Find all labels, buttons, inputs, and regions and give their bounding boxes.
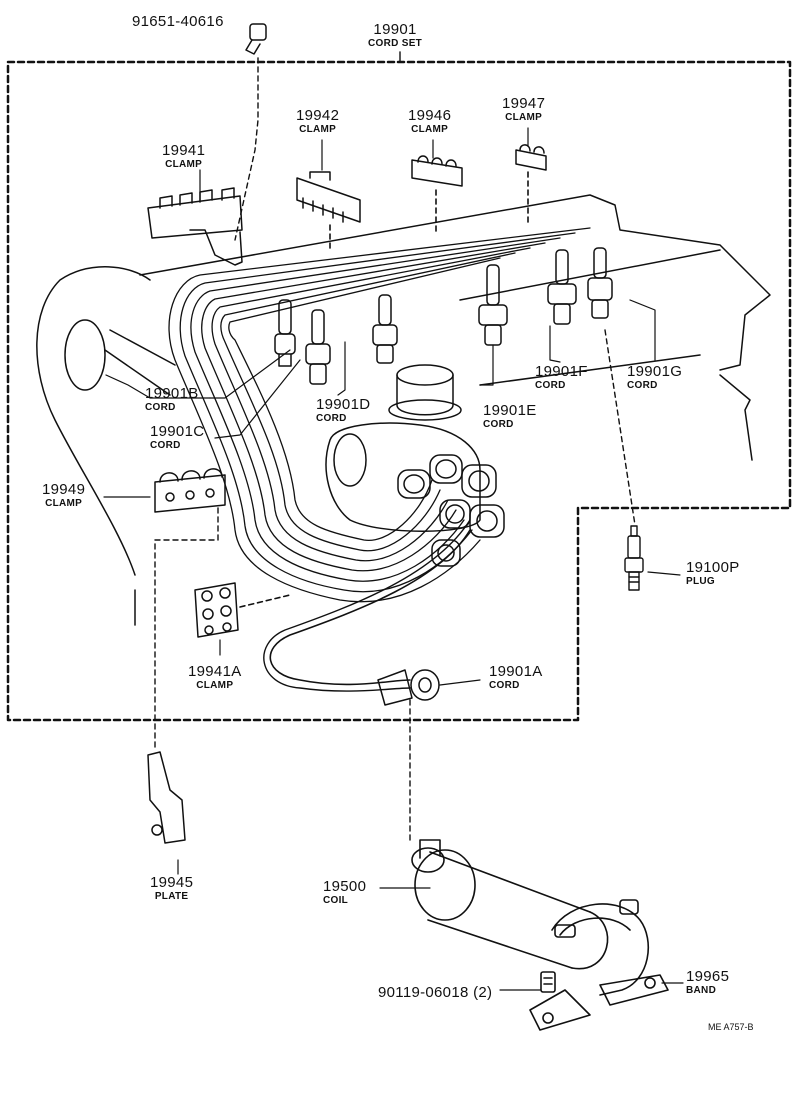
clamp-19946-shape xyxy=(411,155,463,187)
part-number: 19901F xyxy=(535,363,588,380)
part-number: 19901B xyxy=(145,385,199,402)
part-number: 19947 xyxy=(502,95,546,112)
engine-block xyxy=(36,194,771,626)
part-number: 19901C xyxy=(150,423,205,440)
part-name: CLAMP xyxy=(196,680,234,691)
part-number: 19945 xyxy=(150,874,194,891)
part-name: CLAMP xyxy=(505,112,543,123)
cord-set-boundary xyxy=(6,60,792,722)
part-number: 19949 xyxy=(42,481,86,498)
part-number: 19100P xyxy=(686,559,740,576)
part-number: 19901A xyxy=(489,663,543,680)
part-name: CORD SET xyxy=(368,38,423,49)
label-clamp-19941a: 19941A CLAMP xyxy=(188,664,242,691)
label-plate-19945: 19945 PLATE xyxy=(150,875,193,902)
label-cord-19901b: 19901B CORD xyxy=(145,386,199,413)
part-number: 91651-40616 xyxy=(132,13,224,30)
coil-wire xyxy=(269,529,471,686)
ignition-coil-shape xyxy=(411,839,669,1031)
label-clamp-19947: 19947 CLAMP xyxy=(502,96,545,123)
label-clamp-19941: 19941 CLAMP xyxy=(162,143,205,170)
part-name: CLAMP xyxy=(45,498,83,509)
part-name: CORD xyxy=(150,440,181,451)
plug-boots xyxy=(274,247,613,385)
label-cord-19901a: 19901A CORD xyxy=(489,664,543,691)
part-number: 19901G xyxy=(627,363,683,380)
part-number: 19941 xyxy=(162,142,206,159)
coil-wire-boot xyxy=(377,669,440,706)
label-bolt-90119: 90119-06018 (2) xyxy=(378,985,492,1000)
plate-19945-shape xyxy=(147,751,186,844)
spark-plug-shape xyxy=(624,525,644,591)
part-number: 19941A xyxy=(188,663,242,680)
part-number: 90119-06018 (2) xyxy=(378,984,493,1001)
clamp-19941a-shape xyxy=(194,582,239,638)
part-number: 19946 xyxy=(408,107,452,124)
label-clamp-19949: 19949 CLAMP xyxy=(42,482,85,509)
part-number: 19901 xyxy=(373,21,417,38)
part-name: CLAMP xyxy=(165,159,203,170)
part-name: COIL xyxy=(323,895,349,906)
leader-lines xyxy=(103,127,684,991)
part-number: 19901D xyxy=(316,396,371,413)
bolt-91651-shape xyxy=(245,23,267,55)
label-bolt-91651: 91651-40616 xyxy=(132,14,224,29)
part-name: CORD xyxy=(489,680,520,691)
label-cord-set: 19901 CORD SET xyxy=(368,22,422,49)
part-number: 19965 xyxy=(686,968,730,985)
part-name: CORD xyxy=(483,419,514,430)
clamp-19941-shape xyxy=(147,187,243,266)
part-name: BAND xyxy=(686,985,717,996)
clamp-19947-shape xyxy=(515,144,547,171)
label-clamp-19946: 19946 CLAMP xyxy=(408,108,451,135)
part-name: CORD xyxy=(145,402,176,413)
label-cord-19901e: 19901E CORD xyxy=(483,403,537,430)
label-clamp-19942: 19942 CLAMP xyxy=(296,108,339,135)
part-name: CORD xyxy=(627,380,658,391)
part-number: 19942 xyxy=(296,107,340,124)
label-cord-19901f: 19901F CORD xyxy=(535,364,588,391)
diagram-reference-code: ME A757-B xyxy=(708,1022,754,1032)
distributor xyxy=(325,364,505,567)
label-plug-19100p: 19100P PLUG xyxy=(686,560,740,587)
label-coil-19500: 19500 COIL xyxy=(323,879,366,906)
part-name: CORD xyxy=(316,413,347,424)
part-name: CLAMP xyxy=(411,124,449,135)
part-number: 19901E xyxy=(483,402,537,419)
clamp-19942-shape xyxy=(296,171,361,223)
label-band-19965: 19965 BAND xyxy=(686,969,729,996)
part-name: CLAMP xyxy=(299,124,337,135)
clamp-19949-shape xyxy=(154,468,226,513)
label-cord-19901g: 19901G CORD xyxy=(627,364,682,391)
part-number: 19500 xyxy=(323,878,367,895)
label-cord-19901d: 19901D CORD xyxy=(316,397,370,424)
plug-wire-bundle xyxy=(168,227,591,603)
part-name: PLUG xyxy=(686,576,715,587)
part-name: CORD xyxy=(535,380,566,391)
label-cord-19901c: 19901C CORD xyxy=(150,424,204,451)
part-name: PLATE xyxy=(154,891,189,902)
